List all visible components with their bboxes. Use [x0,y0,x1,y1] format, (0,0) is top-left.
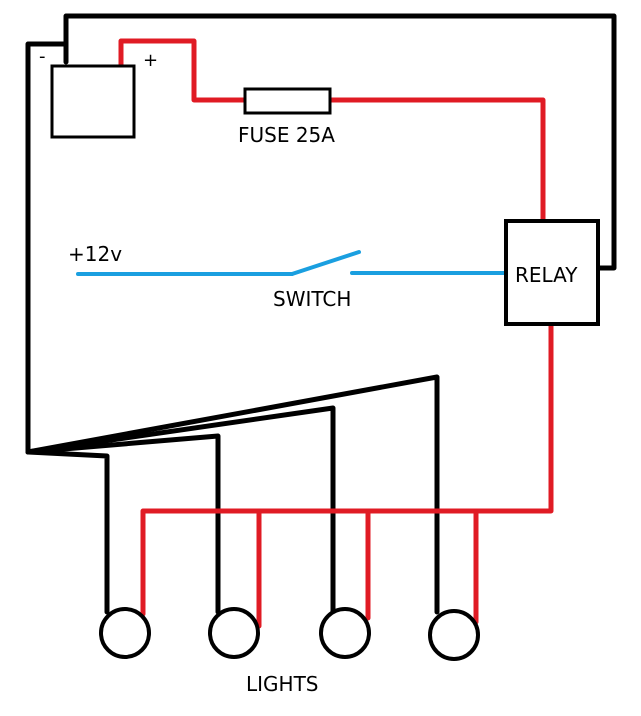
fuse-label: FUSE 25A [238,123,335,147]
fuse-to-relay-wire [327,97,546,223]
lights-label: LIGHTS [246,672,319,696]
switch-lever [290,250,361,276]
battery-negative-label: - [39,46,46,67]
switch-wires [76,250,507,276]
light-2-circle [208,607,260,659]
light-4-ground-wire [25,374,440,615]
battery-positive-label: + [143,50,158,71]
power-wires [118,38,554,629]
ground-wires [25,13,617,615]
light-1-circle [99,607,151,659]
switch-label: SWITCH [273,287,351,311]
battery-box [50,64,136,139]
light-4-circle [428,609,480,661]
supply-label: +12v [68,242,122,266]
lights-group [99,607,480,661]
battery-to-fuse-wire [118,38,249,103]
relay-to-lights-wire [140,321,554,617]
light-3-circle [319,607,371,659]
light-2-ground-wire [25,433,221,615]
fuse-symbol [243,87,332,115]
light-3-ground-wire [25,405,336,615]
relay-label: RELAY [515,263,578,287]
relay-ground-wire [63,13,617,271]
relay-box [504,219,600,326]
battery-negative-ground-wire [25,41,110,615]
